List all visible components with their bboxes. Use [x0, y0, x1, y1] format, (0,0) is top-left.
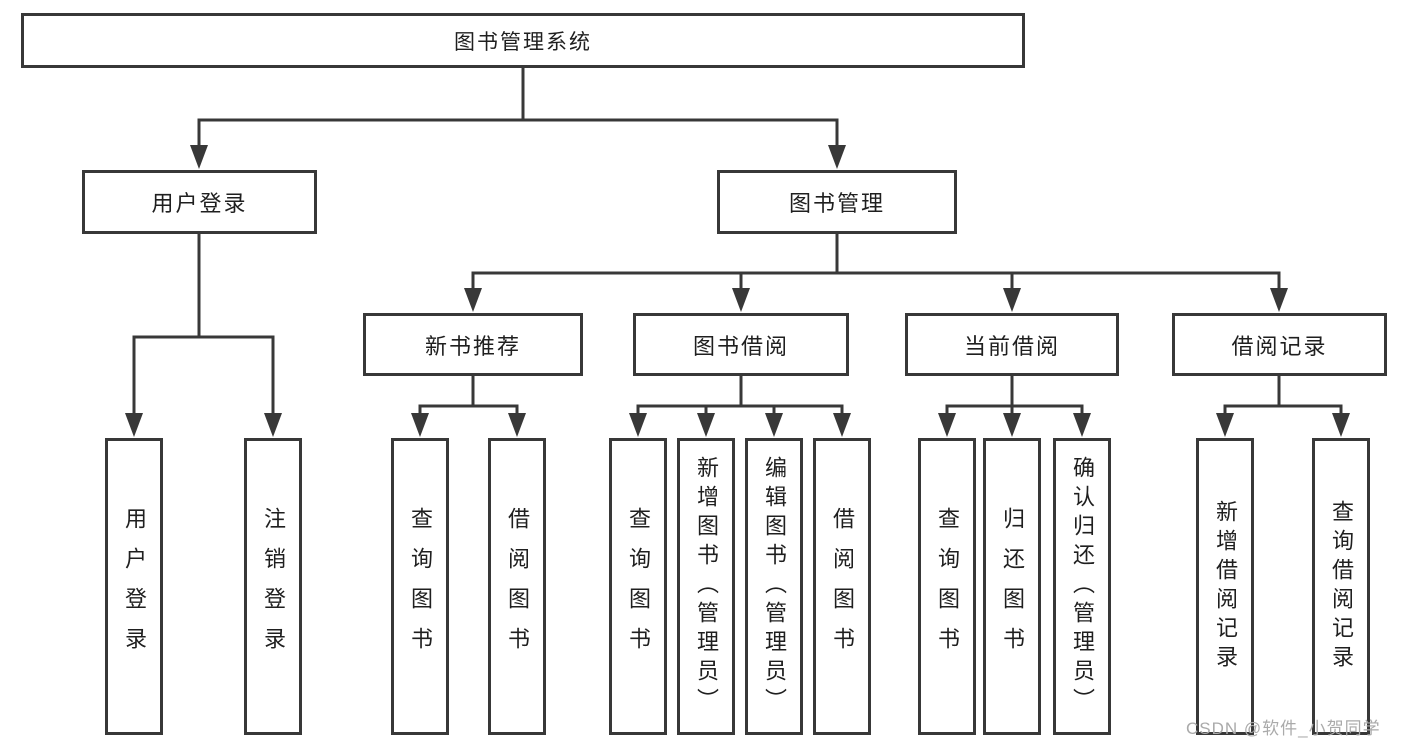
arrowhead-book-borrow	[732, 288, 750, 312]
edge-book-borrow-rail	[636, 404, 844, 418]
arrowhead-user-login	[190, 145, 208, 169]
arrowhead-leaf-borrow-add	[697, 413, 715, 437]
arrowhead-leaf-borrow-edit	[765, 413, 783, 437]
arrowhead-leaf-current-confirm	[1073, 413, 1091, 437]
arrowhead-leaf-user-login	[125, 413, 143, 437]
edge-new-book-rec-rail	[418, 404, 519, 418]
arrowhead-leaf-rec-query	[411, 413, 429, 437]
edge-user-login-rail	[132, 335, 275, 418]
edge-current-borrow-rail	[945, 404, 1084, 418]
node-current-borrow: 当前借阅	[905, 313, 1119, 376]
node-user-login: 用户登录	[82, 170, 317, 234]
node-book-borrow: 图书借阅	[633, 313, 849, 376]
arrowhead-leaf-borrow-query	[629, 413, 647, 437]
arrowhead-book-mgmt	[828, 145, 846, 169]
arrowhead-leaf-rec-borrow	[508, 413, 526, 437]
leaf-record-query: 查询借阅记录	[1312, 438, 1370, 735]
leaf-user-login: 用户登录	[105, 438, 163, 735]
leaf-recommend-query-books: 查询图书	[391, 438, 449, 735]
edge-level3-rail	[471, 271, 1281, 291]
arrowhead-leaf-record-query	[1332, 413, 1350, 437]
arrowhead-leaf-borrow-borrow	[833, 413, 851, 437]
arrowhead-new-book-rec	[464, 288, 482, 312]
node-borrow-record: 借阅记录	[1172, 313, 1387, 376]
leaf-borrow-query-books: 查询图书	[609, 438, 667, 735]
arrowhead-borrow-record	[1270, 288, 1288, 312]
arrowhead-leaf-current-return	[1003, 413, 1021, 437]
leaf-recommend-borrow-books: 借阅图书	[488, 438, 546, 735]
leaf-borrow-edit-books-admin: 编辑图书（管理员）	[745, 438, 803, 735]
leaf-current-return-books: 归还图书	[983, 438, 1041, 735]
leaf-current-query-books: 查询图书	[918, 438, 976, 735]
arrowhead-leaf-current-query	[938, 413, 956, 437]
arrowhead-leaf-record-add	[1216, 413, 1234, 437]
leaf-borrow-borrow-books: 借阅图书	[813, 438, 871, 735]
csdn-watermark: CSDN @软件_小贺同学	[1186, 719, 1381, 738]
edge-borrow-record-rail	[1223, 404, 1343, 418]
node-root-system: 图书管理系统	[21, 13, 1025, 68]
leaf-borrow-add-books-admin: 新增图书（管理员）	[677, 438, 735, 735]
node-book-management: 图书管理	[717, 170, 957, 234]
leaf-logout: 注销登录	[244, 438, 302, 735]
arrowhead-leaf-logout	[264, 413, 282, 437]
leaf-record-add: 新增借阅记录	[1196, 438, 1254, 735]
edge-level2-rail	[197, 118, 839, 150]
leaf-current-confirm-return-admin: 确认归还（管理员）	[1053, 438, 1111, 735]
arrowhead-current-borrow	[1003, 288, 1021, 312]
node-new-book-recommend: 新书推荐	[363, 313, 583, 376]
